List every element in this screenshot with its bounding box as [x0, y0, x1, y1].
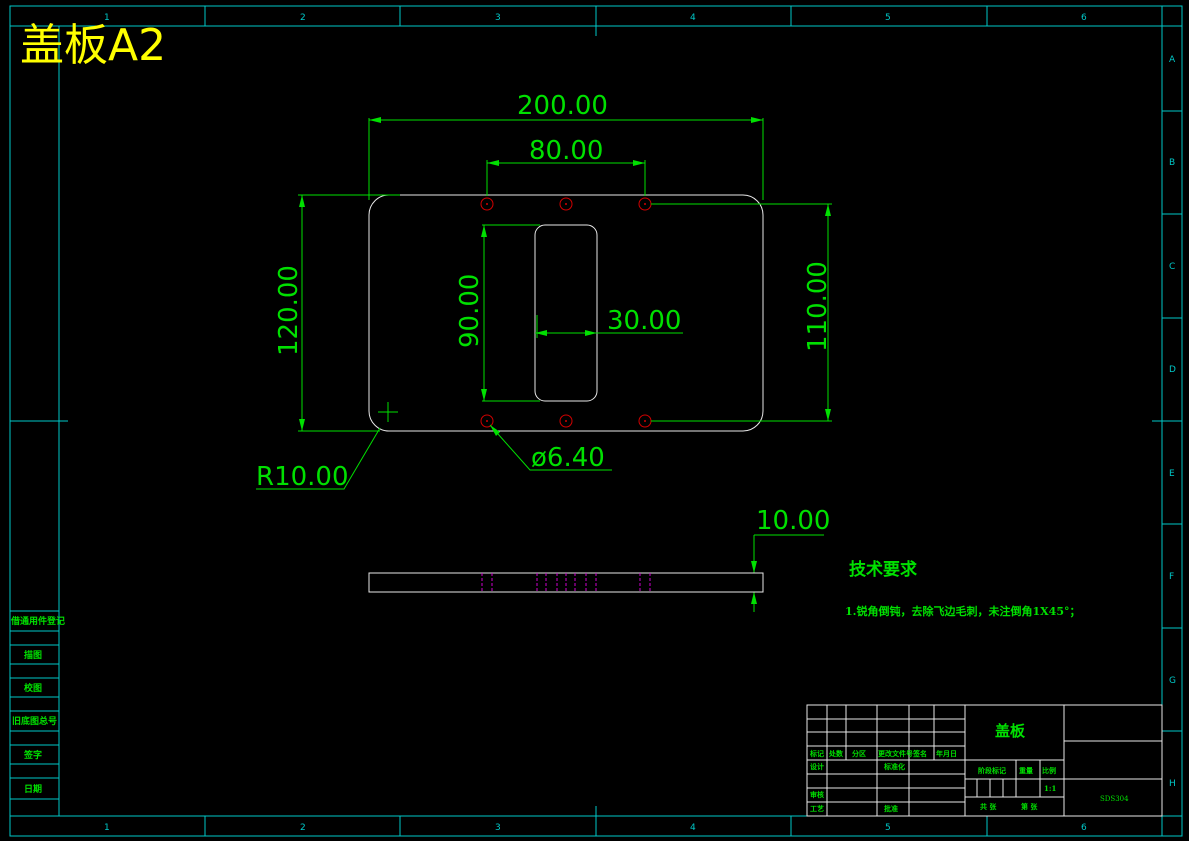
tb-label-approve: 批准: [884, 804, 898, 813]
side-label-trace: 描图: [24, 649, 42, 661]
dim-hole-spacing: 80.00: [529, 136, 603, 166]
tb-label-design: 设计: [810, 762, 824, 771]
zone-col-3-bottom: 3: [495, 823, 501, 833]
dim-height: 120.00: [274, 265, 304, 356]
dim-thickness: 10.00: [756, 506, 830, 536]
tb-label-sheet-no: 第 张: [1021, 802, 1038, 811]
tb-label-change-doc: 更改文件号: [878, 749, 913, 758]
zone-row-a: A: [1169, 55, 1176, 65]
zone-row-f: F: [1169, 572, 1174, 582]
title-block: 盖板 SDS304 1:1 标记 处数 分区 更改文件号 签名 年月日 设计 标…: [806, 704, 1163, 817]
tb-label-signature: 签名: [912, 749, 927, 758]
zone-col-2: 2: [300, 13, 306, 23]
zone-col-5-bottom: 5: [885, 823, 891, 833]
tb-label-count: 处数: [828, 749, 844, 758]
tb-label-review: 审核: [810, 790, 824, 799]
tb-label-process: 工艺: [810, 804, 824, 813]
zone-col-6: 6: [1081, 13, 1087, 23]
tb-label-mark: 标记: [809, 749, 824, 758]
zone-col-1: 1: [104, 13, 110, 23]
zone-col-4: 4: [690, 13, 696, 23]
tech-req-heading: 技术要求: [849, 559, 917, 580]
side-label-borrowed: 借通用件登记: [10, 615, 65, 627]
tb-label-sheets-total: 共 张: [980, 802, 997, 811]
title-block-part-name: 盖板: [995, 722, 1026, 740]
tech-req-item-1: 1.锐角倒钝，去除飞边毛刺，未注倒角1X45°；: [845, 604, 1080, 618]
dim-slot-height: 90.00: [455, 274, 485, 348]
tb-label-ratio: 比例: [1042, 766, 1056, 775]
drawing-frame: 1 2 3 4 5 6 1 2 3 4 5 6 A B C D E F G H: [9, 5, 1183, 837]
zone-row-g: G: [1169, 676, 1176, 686]
plate-side-view: [368, 572, 764, 593]
zone-row-d: D: [1169, 365, 1176, 375]
title-block-scale: 1:1: [1044, 784, 1056, 793]
title-block-code: SDS304: [1100, 795, 1129, 803]
zone-col-4-bottom: 4: [690, 823, 696, 833]
plate-plan-view: [368, 194, 764, 432]
side-label-check: 校图: [24, 682, 42, 694]
dimension-lines: [256, 117, 832, 612]
side-label-old-number: 旧底图总号: [12, 715, 57, 727]
side-table: 借通用件登记 描图 校图 旧底图总号 签字 日期: [9, 610, 65, 800]
zone-col-6-bottom: 6: [1081, 823, 1087, 833]
zone-row-b: B: [1169, 158, 1175, 168]
drawing-title: 盖板A2: [20, 20, 166, 71]
tb-label-zone: 分区: [852, 749, 866, 758]
dim-hole-diameter: ø6.40: [531, 443, 605, 473]
dim-width: 200.00: [517, 91, 608, 121]
tb-label-stage-mark: 阶段标记: [978, 766, 1006, 775]
dim-corner-radius: R10.00: [256, 462, 349, 492]
zone-row-e: E: [1169, 469, 1175, 479]
zone-col-5: 5: [885, 13, 891, 23]
zone-col-2-bottom: 2: [300, 823, 306, 833]
tb-label-date: 年月日: [936, 749, 957, 758]
tb-label-weight: 重量: [1019, 766, 1033, 775]
zone-row-h: H: [1169, 779, 1176, 789]
side-label-date: 日期: [24, 783, 42, 795]
tb-label-standardization: 标准化: [883, 762, 905, 771]
zone-col-3: 3: [495, 13, 501, 23]
dim-hole-height: 110.00: [803, 261, 833, 352]
zone-row-c: C: [1169, 262, 1175, 272]
zone-col-1-bottom: 1: [104, 823, 110, 833]
side-label-signature: 签字: [23, 749, 42, 761]
dim-slot-width: 30.00: [607, 306, 681, 336]
